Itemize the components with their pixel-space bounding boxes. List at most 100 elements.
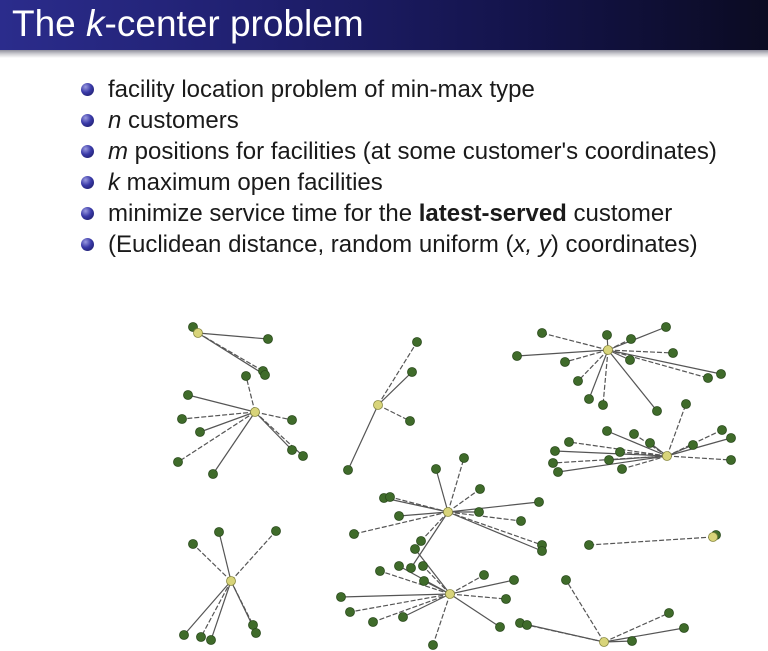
customer-node xyxy=(459,453,469,463)
edge xyxy=(608,455,668,461)
edge xyxy=(557,455,668,473)
customer-node xyxy=(263,334,273,344)
edge xyxy=(447,511,543,546)
customer-node xyxy=(336,592,346,602)
edge xyxy=(447,511,522,522)
title-prefix: The xyxy=(12,3,87,44)
bullet-ball-icon xyxy=(81,176,94,189)
edge xyxy=(603,627,685,643)
slide-title-bar: The k-center problem xyxy=(0,0,768,50)
customer-node xyxy=(260,370,270,380)
customer-node xyxy=(652,406,662,416)
customer-node xyxy=(716,369,726,379)
edge xyxy=(187,394,256,413)
customer-node xyxy=(561,575,571,585)
customer-node xyxy=(626,334,636,344)
customer-node xyxy=(196,632,206,642)
customer-node xyxy=(627,636,637,646)
edge xyxy=(199,411,256,433)
bullet-ball-icon xyxy=(81,114,94,127)
customer-node xyxy=(179,630,189,640)
bullet-math: x, y xyxy=(513,231,551,258)
customer-node xyxy=(573,376,583,386)
bullet-item: n customers xyxy=(78,105,717,136)
facility-node xyxy=(226,576,236,586)
customer-node xyxy=(550,446,560,456)
edge xyxy=(197,332,269,340)
edge xyxy=(607,349,722,375)
customer-node xyxy=(405,416,415,426)
customer-node xyxy=(385,492,395,502)
facility-node xyxy=(443,507,453,517)
edge xyxy=(541,332,609,351)
bullet-text: facility location problem of min-max typ… xyxy=(108,76,535,103)
bullet-list: facility location problem of min-max typ… xyxy=(78,74,717,260)
edge xyxy=(410,511,449,569)
customer-node xyxy=(251,628,261,638)
edge xyxy=(666,403,687,457)
title-variable: k xyxy=(86,3,105,44)
customer-node xyxy=(406,563,416,573)
facility-node xyxy=(603,345,613,355)
edge xyxy=(218,531,232,582)
facility-node xyxy=(599,637,609,647)
bullet-variable: n xyxy=(108,107,122,134)
customer-node xyxy=(548,458,558,468)
edge xyxy=(564,349,609,363)
customer-node xyxy=(298,451,308,461)
customer-node xyxy=(208,469,218,479)
customer-node xyxy=(512,351,522,361)
customer-node xyxy=(479,570,489,580)
edge xyxy=(398,511,449,517)
customer-node xyxy=(418,561,428,571)
edge xyxy=(181,411,256,420)
edge xyxy=(353,511,449,535)
edge xyxy=(607,349,658,412)
customer-node xyxy=(564,437,574,447)
edge xyxy=(422,565,451,595)
customer-node xyxy=(431,464,441,474)
edge xyxy=(192,543,232,582)
customer-node xyxy=(516,516,526,526)
slide-title: The k-center problem xyxy=(12,3,364,45)
customer-node xyxy=(407,367,417,377)
edge xyxy=(619,451,668,457)
customer-node xyxy=(394,511,404,521)
customer-node xyxy=(584,540,594,550)
facility-node xyxy=(445,589,455,599)
edge xyxy=(449,593,507,600)
customer-node xyxy=(343,465,353,475)
customer-node xyxy=(419,576,429,586)
customer-node xyxy=(475,484,485,494)
customer-node xyxy=(537,546,547,556)
edge xyxy=(588,536,714,546)
edge xyxy=(230,530,277,582)
bullet-text: minimize service time for the xyxy=(108,200,419,227)
edge xyxy=(212,411,256,475)
customer-node xyxy=(679,623,689,633)
customer-node xyxy=(688,440,698,450)
bullet-bold-text: latest-served xyxy=(418,200,567,227)
title-shadow xyxy=(0,50,768,58)
customer-node xyxy=(345,607,355,617)
edge xyxy=(603,612,670,643)
edge xyxy=(449,574,485,595)
edge xyxy=(607,349,709,379)
bullet-ball-icon xyxy=(81,145,94,158)
facility-node xyxy=(708,532,718,542)
bullet-item: (Euclidean distance, random uniform (x, … xyxy=(78,229,717,260)
edge xyxy=(377,371,413,406)
bullet-text: positions for facilities (at some custom… xyxy=(128,138,717,165)
edge xyxy=(254,411,304,457)
bullet-text: customers xyxy=(121,107,239,134)
edge xyxy=(420,511,449,542)
edge xyxy=(447,488,481,513)
edge xyxy=(349,593,451,613)
customer-node xyxy=(416,536,426,546)
customer-node xyxy=(703,373,713,383)
bullet-item: k maximum open facilities xyxy=(78,167,717,198)
bullet-item: facility location problem of min-max typ… xyxy=(78,74,717,105)
bullet-item: minimize service time for the latest-ser… xyxy=(78,198,717,229)
edge xyxy=(666,455,732,461)
edge xyxy=(372,593,451,623)
